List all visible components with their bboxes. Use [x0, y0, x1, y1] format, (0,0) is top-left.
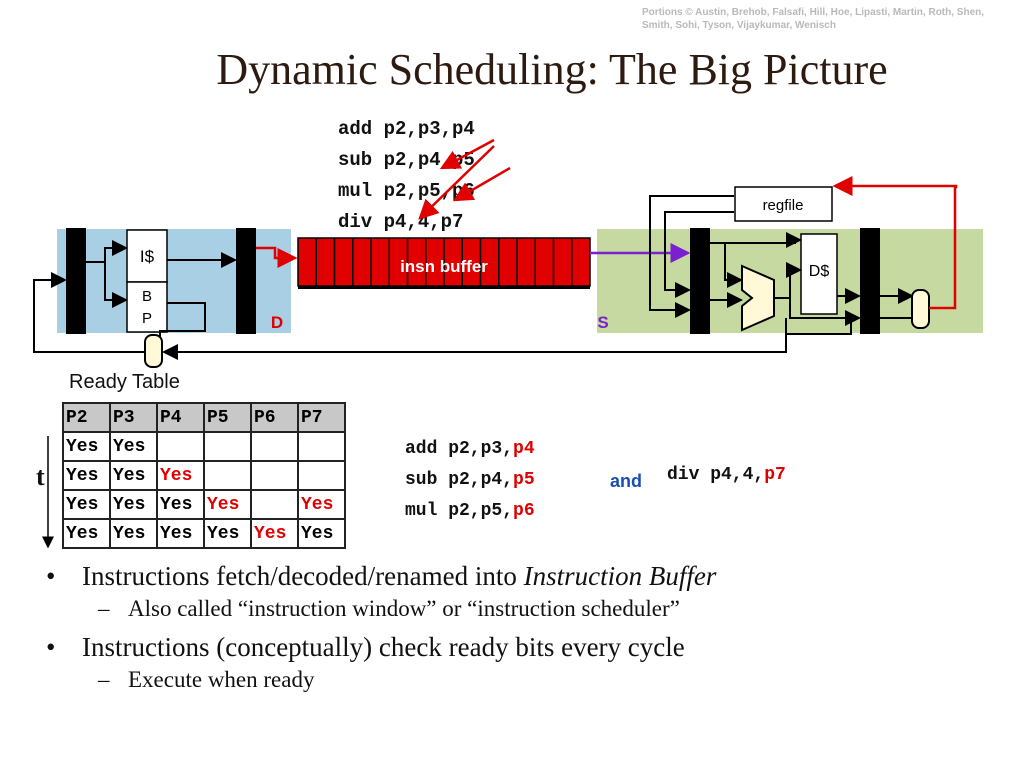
ready-table-header-cell: P6	[250, 402, 299, 433]
ready-table-cell	[156, 431, 205, 462]
ready-table-cell	[250, 431, 299, 462]
ready-table-cell: Yes	[62, 518, 111, 549]
decode-to-buffer-arrow	[256, 246, 298, 268]
ready-table-header-cell: P2	[62, 402, 111, 433]
regfile-label: regfile	[763, 197, 804, 214]
feedback-wire	[162, 318, 787, 360]
writeback-mux	[911, 289, 930, 329]
ready-table-header-cell: P5	[203, 402, 252, 433]
insn-buffer	[297, 237, 591, 289]
ready-table-cell: Yes	[156, 460, 205, 491]
alu-shape	[741, 264, 775, 332]
writeback-arrow	[832, 176, 958, 310]
ready-table-header-cell: P4	[156, 402, 205, 433]
ready-table-label: Ready Table	[69, 371, 180, 393]
ready-table-cell	[250, 489, 299, 520]
ready-table-cell: Yes	[203, 518, 252, 549]
pipeline-latch	[860, 228, 880, 334]
dcache-box	[800, 233, 838, 315]
ready-table-cell: Yes	[62, 431, 111, 462]
bp-label-line1: B	[142, 288, 152, 305]
page-title: Dynamic Scheduling: The Big Picture	[216, 45, 888, 94]
ready-table-cell: Yes	[297, 518, 346, 549]
dependency-arrows	[418, 138, 511, 220]
insn-buffer-label: insn buffer	[400, 257, 488, 276]
dcache-label: D$	[809, 263, 830, 280]
ready-table-header-cell: P7	[297, 402, 346, 433]
ready-table-cell: Yes	[156, 489, 205, 520]
stage-label-d: D	[271, 313, 283, 332]
ready-table-cell: Yes	[203, 489, 252, 520]
pipeline-latch	[66, 228, 86, 334]
ready-table-cell: Yes	[62, 460, 111, 491]
bullet-item: •Instructions (conceptually) check ready…	[46, 632, 685, 662]
div-instruction-line: div p4,4,p7	[667, 465, 786, 485]
regfile-box	[734, 186, 833, 222]
time-axis-label: t	[36, 462, 45, 491]
bullet-list: •Instructions fetch/decoded/renamed into…	[46, 561, 1006, 703]
ready-table-cell	[297, 431, 346, 462]
ready-table-cell: Yes	[109, 431, 158, 462]
instruction-line: add p2,p3,p4	[338, 118, 475, 140]
execute-wires	[649, 195, 914, 335]
bp-label-line2: P	[142, 310, 152, 327]
ready-instruction-line: sub p2,p4,p5	[405, 470, 535, 490]
ready-table-cell: Yes	[109, 489, 158, 520]
ready-table-cell: Yes	[156, 518, 205, 549]
pipeline-latch	[236, 228, 256, 334]
credits-text: Portions © Austin, Brehob, Falsafi, Hill…	[642, 7, 985, 31]
sub-bullet-item: –Execute when ready	[98, 667, 315, 692]
ready-table-cell	[250, 460, 299, 491]
ready-instruction-line: add p2,p3,p4	[405, 439, 535, 459]
bullet-item: •Instructions fetch/decoded/renamed into…	[46, 561, 717, 591]
ready-table-cell: Yes	[297, 489, 346, 520]
ready-table-cell	[297, 460, 346, 491]
icache-label: I$	[140, 247, 155, 266]
ready-table-cell: Yes	[250, 518, 299, 549]
ready-table-cell	[203, 431, 252, 462]
ready-table-cell	[203, 460, 252, 491]
branch-predictor-box	[126, 281, 168, 333]
sub-bullet-item: –Also called “instruction window” or “in…	[98, 596, 680, 621]
fetch-wires	[33, 240, 237, 353]
stage-label-s: S	[597, 313, 608, 332]
ready-table-cell: Yes	[62, 489, 111, 520]
instruction-list-ready: add p2,p3,p4 sub p2,p4,p5 mul p2,p5,p6	[405, 434, 535, 527]
and-label: and	[610, 471, 643, 491]
ready-table-cell: Yes	[109, 460, 158, 491]
mux	[144, 334, 163, 368]
ready-table-header-cell: P3	[109, 402, 158, 433]
ready-instruction-line: mul p2,p5,p6	[405, 501, 535, 521]
pipeline-latch	[690, 228, 710, 334]
ready-table-cell: Yes	[109, 518, 158, 549]
